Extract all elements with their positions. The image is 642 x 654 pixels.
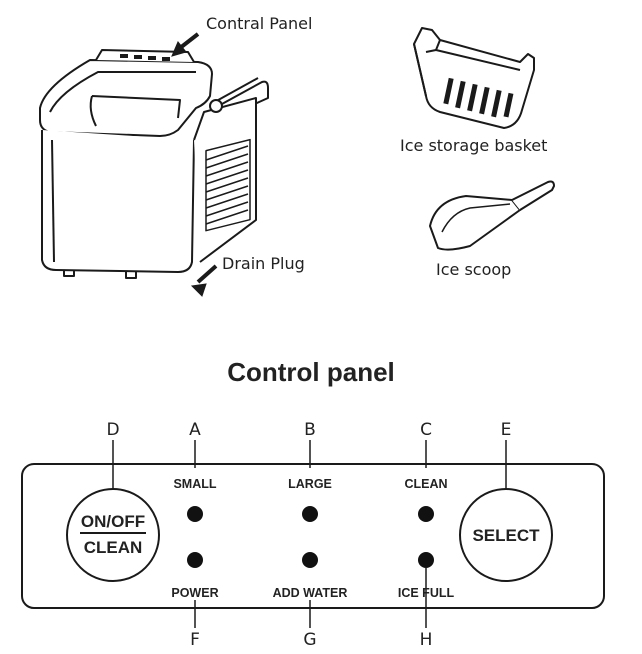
ice-full-indicator-light	[418, 552, 434, 568]
ice-basket-illustration	[413, 27, 535, 129]
ice-maker-illustration	[39, 49, 269, 279]
select-text: SELECT	[472, 526, 540, 545]
clean-indicator-light	[418, 506, 434, 522]
ice-scoop-label: Ice scoop	[436, 260, 511, 279]
add-water-indicator-light	[302, 552, 318, 568]
label-e: E	[501, 420, 512, 440]
on-off-text: ON/OFF	[81, 512, 145, 531]
large-indicator-light	[302, 506, 318, 522]
label-c: C	[420, 420, 432, 440]
power-indicator-light	[187, 552, 203, 568]
control-panel-heading: Control panel	[227, 357, 395, 387]
drain-plug-callout: Drain Plug	[222, 254, 305, 273]
add-water-label: ADD WATER	[273, 586, 348, 600]
small-indicator-light	[187, 506, 203, 522]
ice-basket-label: Ice storage basket	[400, 136, 547, 155]
control-panel-callout: Contral Panel	[206, 14, 312, 33]
label-g: G	[303, 630, 316, 650]
small-label: SMALL	[173, 477, 216, 491]
select-button[interactable]: SELECT	[459, 488, 553, 582]
label-h: H	[420, 630, 433, 650]
callout-arrows	[171, 32, 218, 297]
label-f: F	[190, 630, 200, 650]
label-b: B	[304, 420, 316, 440]
ice-scoop-illustration	[429, 180, 555, 251]
clean-text: CLEAN	[84, 538, 143, 557]
on-off-clean-button[interactable]: ON/OFF CLEAN	[66, 488, 160, 582]
label-a: A	[189, 420, 201, 440]
ice-full-label: ICE FULL	[398, 586, 455, 600]
clean-indicator-label: CLEAN	[404, 477, 447, 491]
label-d: D	[106, 420, 119, 440]
control-panel-outline	[21, 463, 605, 609]
power-label: POWER	[171, 586, 218, 600]
large-label: LARGE	[288, 477, 332, 491]
